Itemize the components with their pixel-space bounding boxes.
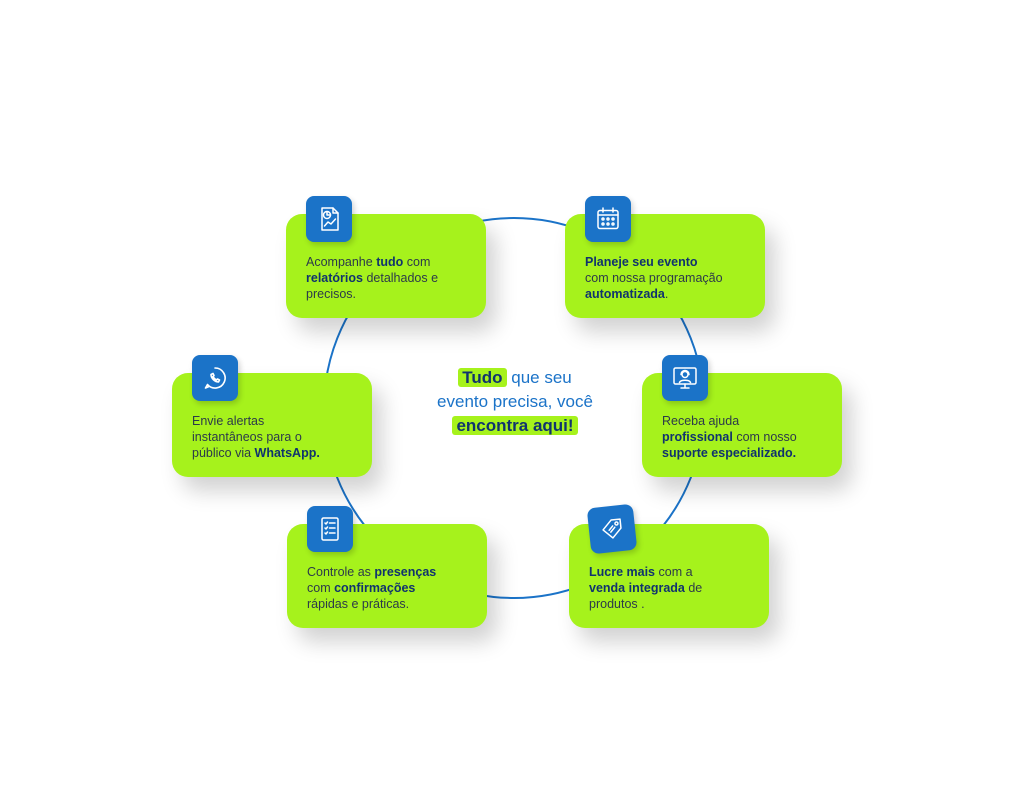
whatsapp-icon	[192, 355, 238, 401]
card-whatsapp: Envie alertas instantâneos para o públic…	[172, 373, 372, 477]
checklist-icon	[307, 506, 353, 552]
center-message: Tudo que seu evento precisa, você encont…	[400, 366, 630, 438]
calendar-icon	[585, 196, 631, 242]
support-agent-icon	[662, 355, 708, 401]
center-line-2: evento precisa, você	[437, 392, 593, 411]
report-chart-icon	[306, 196, 352, 242]
card-planning: Planeje seu evento com nossa programação…	[565, 214, 765, 318]
center-line-1: Tudo que seu	[400, 366, 630, 390]
center-line-3: encontra aqui!	[400, 414, 630, 438]
card-support: Receba ajuda profissional com nosso supo…	[642, 373, 842, 477]
price-tag-icon	[586, 503, 638, 555]
card-reports: Acompanhe tudo com relatórios detalhados…	[286, 214, 486, 318]
